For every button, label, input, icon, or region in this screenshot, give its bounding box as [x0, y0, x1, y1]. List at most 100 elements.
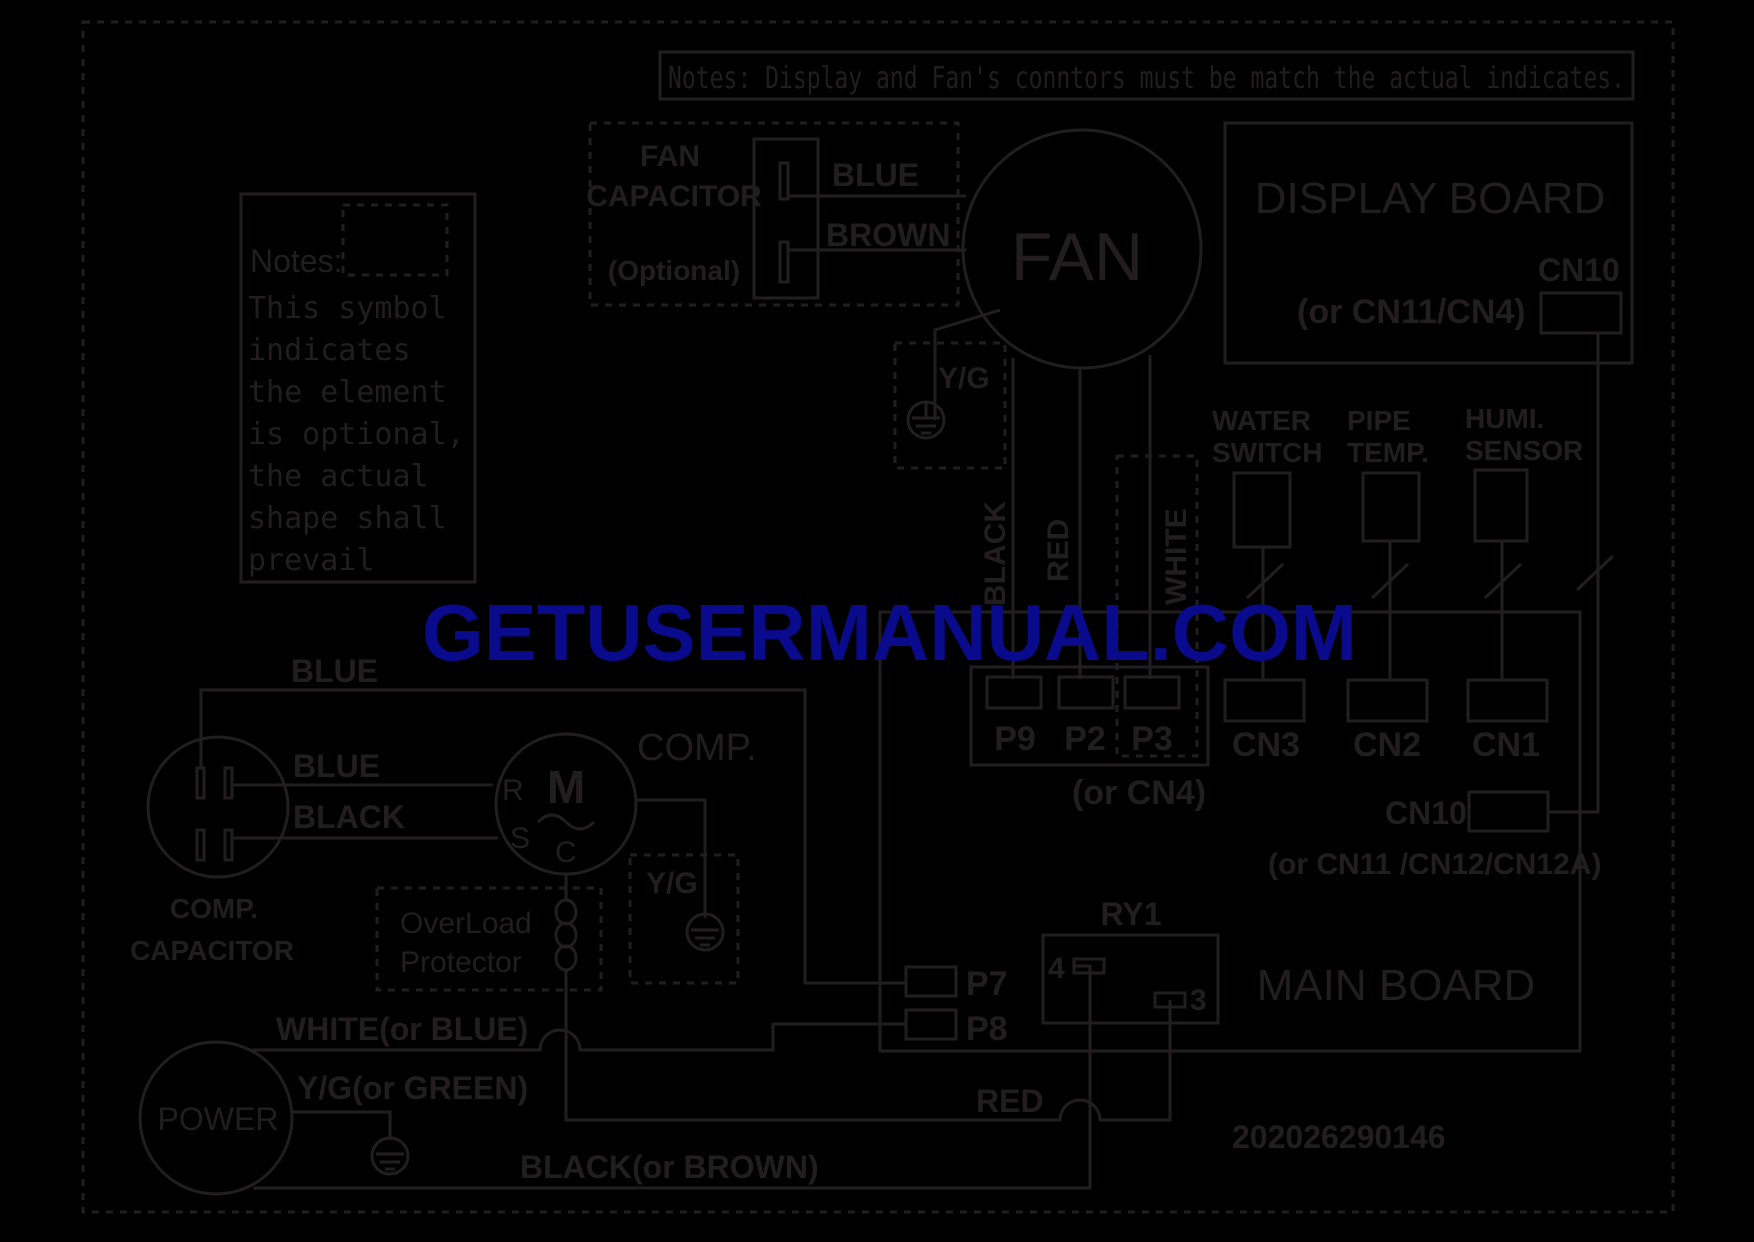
white-wire — [252, 1022, 906, 1052]
notes-side-box — [239, 192, 477, 584]
fan-capacitor-label-2: CAPACITOR — [586, 180, 762, 213]
comp-ground-optional-box — [628, 853, 740, 985]
fan-capacitor-terminal — [778, 161, 790, 201]
outer-border — [81, 20, 1675, 1214]
comp-capacitor-label-2: CAPACITOR — [130, 935, 294, 966]
part-number: 202026290146 — [1232, 1119, 1446, 1155]
fan-wire-blue-label: BLUE — [832, 157, 919, 193]
display-cable-break — [1575, 554, 1615, 592]
comp-ground-icon — [685, 912, 725, 952]
power-source — [138, 1040, 294, 1196]
notes-side-lines: This symbol indicates the element is opt… — [248, 291, 465, 578]
compressor-c-label: C — [555, 836, 577, 869]
fan-ground-label: Y/G — [938, 362, 990, 395]
power-ground-icon — [370, 1136, 410, 1176]
fan-label: FAN — [1011, 219, 1143, 295]
sensor-water-switch: WATER SWITCH — [1212, 405, 1322, 680]
relay-pin3: 3 — [1190, 984, 1207, 1017]
overload-label-2: Protector — [400, 946, 522, 979]
fan-ports-alt-label: (or CN4) — [1072, 774, 1206, 812]
port-p8-label: P8 — [966, 1010, 1008, 1048]
connector-cn10-alt-label: (or CN11 /CN12/CN12A) — [1268, 848, 1601, 881]
main-board — [878, 610, 1582, 1053]
display-board — [1223, 121, 1634, 365]
comp-ground-wire — [636, 798, 707, 918]
main-board-title: MAIN BOARD — [1257, 961, 1536, 1010]
port-p7 — [904, 965, 958, 998]
notes-side-line: shape shall — [248, 501, 447, 536]
connector-cn3 — [1223, 678, 1306, 723]
sensor-pipe-temp: PIPE TEMP. — [1347, 405, 1429, 680]
notes-side-line: the element — [248, 375, 447, 410]
compressor-label: COMP. — [637, 727, 757, 769]
sensor-label: SWITCH — [1212, 437, 1322, 468]
connector-cn1 — [1466, 678, 1549, 723]
fan-wire-brown-label: BROWN — [826, 217, 950, 253]
comp-capacitor — [146, 735, 290, 879]
display-cn-label: CN10 — [1538, 252, 1620, 288]
yg-wire — [292, 1110, 392, 1140]
notes-side-title: Notes: — [250, 243, 342, 279]
fan-wire-black-label: BLACK — [979, 501, 1012, 606]
blue-wire-top — [199, 688, 906, 985]
display-cn-alt-label: (or CN11/CN4) — [1297, 293, 1526, 331]
fan-wire-red-label: RED — [1042, 519, 1075, 582]
notes-side-line: prevail — [248, 543, 374, 578]
port-p2 — [1057, 675, 1115, 710]
wire-black-label: BLACK — [293, 799, 405, 835]
power-label: POWER — [158, 1101, 279, 1137]
fan-white-optional-box — [1115, 454, 1199, 758]
compressor-r-label: R — [502, 774, 524, 807]
port-p7-label: P7 — [966, 965, 1008, 1003]
wire-white-label: WHITE(or BLUE) — [276, 1011, 528, 1047]
display-cn10-connector — [1539, 291, 1623, 335]
port-p9 — [985, 675, 1043, 710]
notes-side-line: indicates — [248, 333, 411, 368]
port-p3 — [1123, 675, 1181, 710]
sensor-label: WATER — [1212, 405, 1311, 436]
sensor-label: TEMP. — [1347, 437, 1429, 468]
connector-cn10-label: CN10 — [1385, 795, 1467, 831]
fan-capacitor-body — [752, 137, 820, 300]
fan-ground-optional-box — [893, 341, 1007, 470]
optional-symbol — [341, 203, 449, 277]
display-board-title: DISPLAY BOARD — [1255, 174, 1606, 223]
connector-cn1-label: CN1 — [1472, 726, 1540, 764]
compressor-ac-icon — [536, 813, 596, 831]
comp-capacitor-terminal — [195, 766, 206, 800]
fan-ground-icon — [906, 400, 946, 440]
comp-ground-label: Y/G — [646, 867, 698, 900]
black-brown-wire — [254, 964, 1092, 1190]
overload-label-1: OverLoad — [400, 907, 532, 940]
sensor-label: SENSOR — [1465, 435, 1583, 466]
connector-cn10 — [1467, 790, 1550, 833]
display-cable — [1548, 333, 1600, 814]
wire-blue-top-label: BLUE — [291, 653, 378, 689]
overload-optional-box — [375, 886, 603, 992]
fan-capacitor-optional: (Optional) — [608, 255, 740, 286]
notes-side-line: the actual — [248, 459, 429, 494]
fan-port-block — [969, 665, 1210, 767]
sensor-humi: HUMI. SENSOR — [1465, 403, 1583, 680]
port-p9-label: P9 — [994, 720, 1036, 758]
connector-cn2-label: CN2 — [1353, 726, 1421, 764]
relay-ry1 — [1041, 933, 1220, 1025]
red-wire — [564, 970, 1172, 1122]
port-p8 — [904, 1008, 958, 1041]
relay-label: RY1 — [1100, 896, 1161, 932]
compressor-s-label: S — [510, 822, 530, 855]
comp-capacitor-label-1: COMP. — [170, 893, 258, 924]
fan-motor — [961, 128, 1203, 370]
comp-capacitor-terminal — [223, 828, 234, 862]
connector-cn2 — [1346, 678, 1429, 723]
notes-side-line: This symbol — [248, 291, 447, 326]
overload-coil-icon — [554, 898, 578, 972]
watermark: GETUSERMANUAL.COM — [422, 588, 1357, 677]
fan-capacitor-label-1: FAN — [640, 140, 700, 173]
port-p3-label: P3 — [1131, 720, 1173, 758]
compressor-motor-label: M — [547, 761, 585, 813]
port-p2-label: P2 — [1064, 720, 1106, 758]
fan-capacitor-terminal — [778, 240, 790, 284]
comp-capacitor-terminal — [223, 766, 234, 800]
sensor-label: PIPE — [1347, 405, 1411, 436]
